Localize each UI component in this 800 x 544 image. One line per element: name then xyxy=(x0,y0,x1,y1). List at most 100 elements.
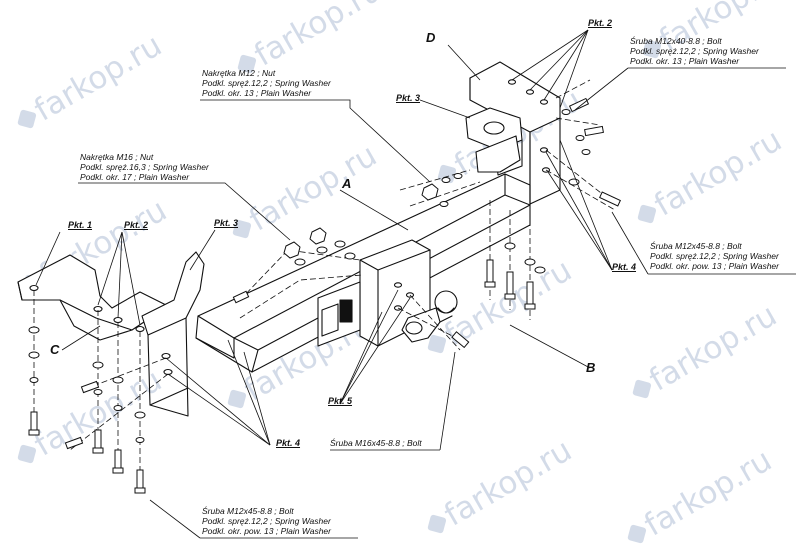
leader-line xyxy=(547,171,613,271)
callout-nut-m16: Nakrętka M16 ; Nut Podkl. spręż.16,3 ; S… xyxy=(80,152,209,182)
callout-nut-m12: Nakrętka M12 ; Nut Podkl. spręż.12,2 ; S… xyxy=(202,68,331,98)
callout-line: Podkl. spręż.12,2 ; Spring Washer xyxy=(202,78,331,88)
leader-line xyxy=(149,499,201,539)
leader-line xyxy=(167,373,271,446)
bolt xyxy=(92,429,104,454)
leader-line xyxy=(529,29,589,91)
washer xyxy=(92,361,104,395)
leader-line xyxy=(543,29,589,101)
callout-line: Śruba M12x40-8.8 ; Bolt xyxy=(630,36,722,46)
part-label-c: C xyxy=(50,342,60,357)
axis-line xyxy=(239,249,361,301)
part-label-b: B xyxy=(586,360,596,375)
leader-line xyxy=(611,211,649,275)
callout-line: Podkl. spręż.12,2 ; Spring Washer xyxy=(650,251,779,261)
bolt xyxy=(599,191,621,207)
callout-bolt-m16x45: Śruba M16x45-8.8 ; Bolt xyxy=(330,438,422,448)
axis-line xyxy=(545,149,611,201)
leader-line xyxy=(78,182,291,241)
callout-line: Nakrętka M12 ; Nut xyxy=(202,68,276,78)
bolt xyxy=(484,259,496,288)
leader-line xyxy=(339,297,411,405)
leader-line xyxy=(339,311,383,405)
washer xyxy=(28,326,40,383)
beam-end-plate xyxy=(475,135,521,173)
leader-line xyxy=(121,231,141,326)
bolt xyxy=(232,290,250,304)
leader-line xyxy=(559,139,613,271)
axis-line xyxy=(397,307,461,341)
axis-line xyxy=(399,169,471,191)
leader-line xyxy=(61,325,101,351)
point-label-pkt2: Pkt. 2 xyxy=(588,18,613,28)
washer xyxy=(294,240,356,266)
leader-line xyxy=(189,229,216,271)
leader-line xyxy=(511,29,589,81)
leader-line xyxy=(439,351,456,451)
point-label-pkt1: Pkt. 1 xyxy=(68,220,93,230)
bolt xyxy=(112,449,124,474)
leader-line xyxy=(574,67,629,111)
leader-line xyxy=(339,189,409,231)
leader-line xyxy=(165,357,271,446)
leader-line xyxy=(243,351,271,446)
leader-line xyxy=(545,151,613,271)
callout-line: Podkl. spręż.12,2 ; Spring Washer xyxy=(630,46,759,56)
bolt xyxy=(451,331,470,349)
callout-line: Podkl. okr. 13 ; Plain Washer xyxy=(202,88,312,98)
axis-line xyxy=(69,373,169,451)
leader-line xyxy=(339,289,399,405)
bolt xyxy=(568,97,604,137)
callout-line: Podkl. spręż.16,3 ; Spring Washer xyxy=(80,162,209,172)
axis-line xyxy=(555,79,591,99)
axis-line xyxy=(545,169,616,211)
callout-line: Śruba M12x45-8.8 ; Bolt xyxy=(202,506,294,516)
callout-bolt-m12x45-bottom: Śruba M12x45-8.8 ; Bolt Podkl. spręż.12,… xyxy=(202,506,331,536)
axis-line xyxy=(409,181,481,207)
bolt xyxy=(134,469,146,494)
callout-line: Podkl. okr. pow. 13 ; Plain Washer xyxy=(202,526,331,536)
washer xyxy=(504,242,546,274)
point-label-pkt3: Pkt. 3 xyxy=(214,218,239,228)
tow-ball-b xyxy=(401,290,458,343)
bolt xyxy=(64,436,84,450)
point-label-pkt5: Pkt. 5 xyxy=(328,396,353,406)
point-label-pkt4: Pkt. 4 xyxy=(276,438,301,448)
leader-line xyxy=(509,324,591,369)
leader-line xyxy=(97,231,123,306)
leader-line xyxy=(117,231,123,319)
part-label-a: A xyxy=(342,176,352,191)
callout-line: Podkl. okr. pow. 13 ; Plain Washer xyxy=(650,261,779,271)
leader-line xyxy=(35,231,61,286)
part-label-d: D xyxy=(426,30,436,45)
point-label-pkt3: Pkt. 3 xyxy=(396,93,421,103)
callout-line: Nakrętka M16 ; Nut xyxy=(80,152,154,162)
leader-line xyxy=(447,44,481,81)
bolt xyxy=(80,380,100,394)
washer xyxy=(112,376,124,411)
callout-line: Śruba M12x45-8.8 ; Bolt xyxy=(650,241,742,251)
leader-line xyxy=(227,339,271,446)
callout-line: Śruba M16x45-8.8 ; Bolt xyxy=(330,438,422,448)
leader-line xyxy=(419,99,471,119)
axis-line xyxy=(409,294,461,351)
washer xyxy=(134,411,146,443)
callout-line: Podkl. spręż.12,2 ; Spring Washer xyxy=(202,516,331,526)
callout-bolt-m12x45-right: Śruba M12x45-8.8 ; Bolt Podkl. spręż.12,… xyxy=(650,241,779,271)
callout-bolt-m12x40: Śruba M12x40-8.8 ; Bolt Podkl. spręż.12,… xyxy=(630,36,759,66)
nut xyxy=(421,183,439,201)
axis-line xyxy=(87,357,167,389)
left-vertical-bracket xyxy=(141,251,205,417)
leader-line xyxy=(200,99,431,183)
washer xyxy=(561,109,591,155)
bolt xyxy=(504,271,516,300)
axis-line xyxy=(555,117,601,126)
leader-line xyxy=(559,29,589,109)
point-label-pkt4: Pkt. 4 xyxy=(612,262,637,272)
callout-line: Podkl. okr. 17 ; Plain Washer xyxy=(80,172,190,182)
axis-line xyxy=(239,274,363,319)
washer xyxy=(439,173,463,207)
nut xyxy=(283,227,327,259)
